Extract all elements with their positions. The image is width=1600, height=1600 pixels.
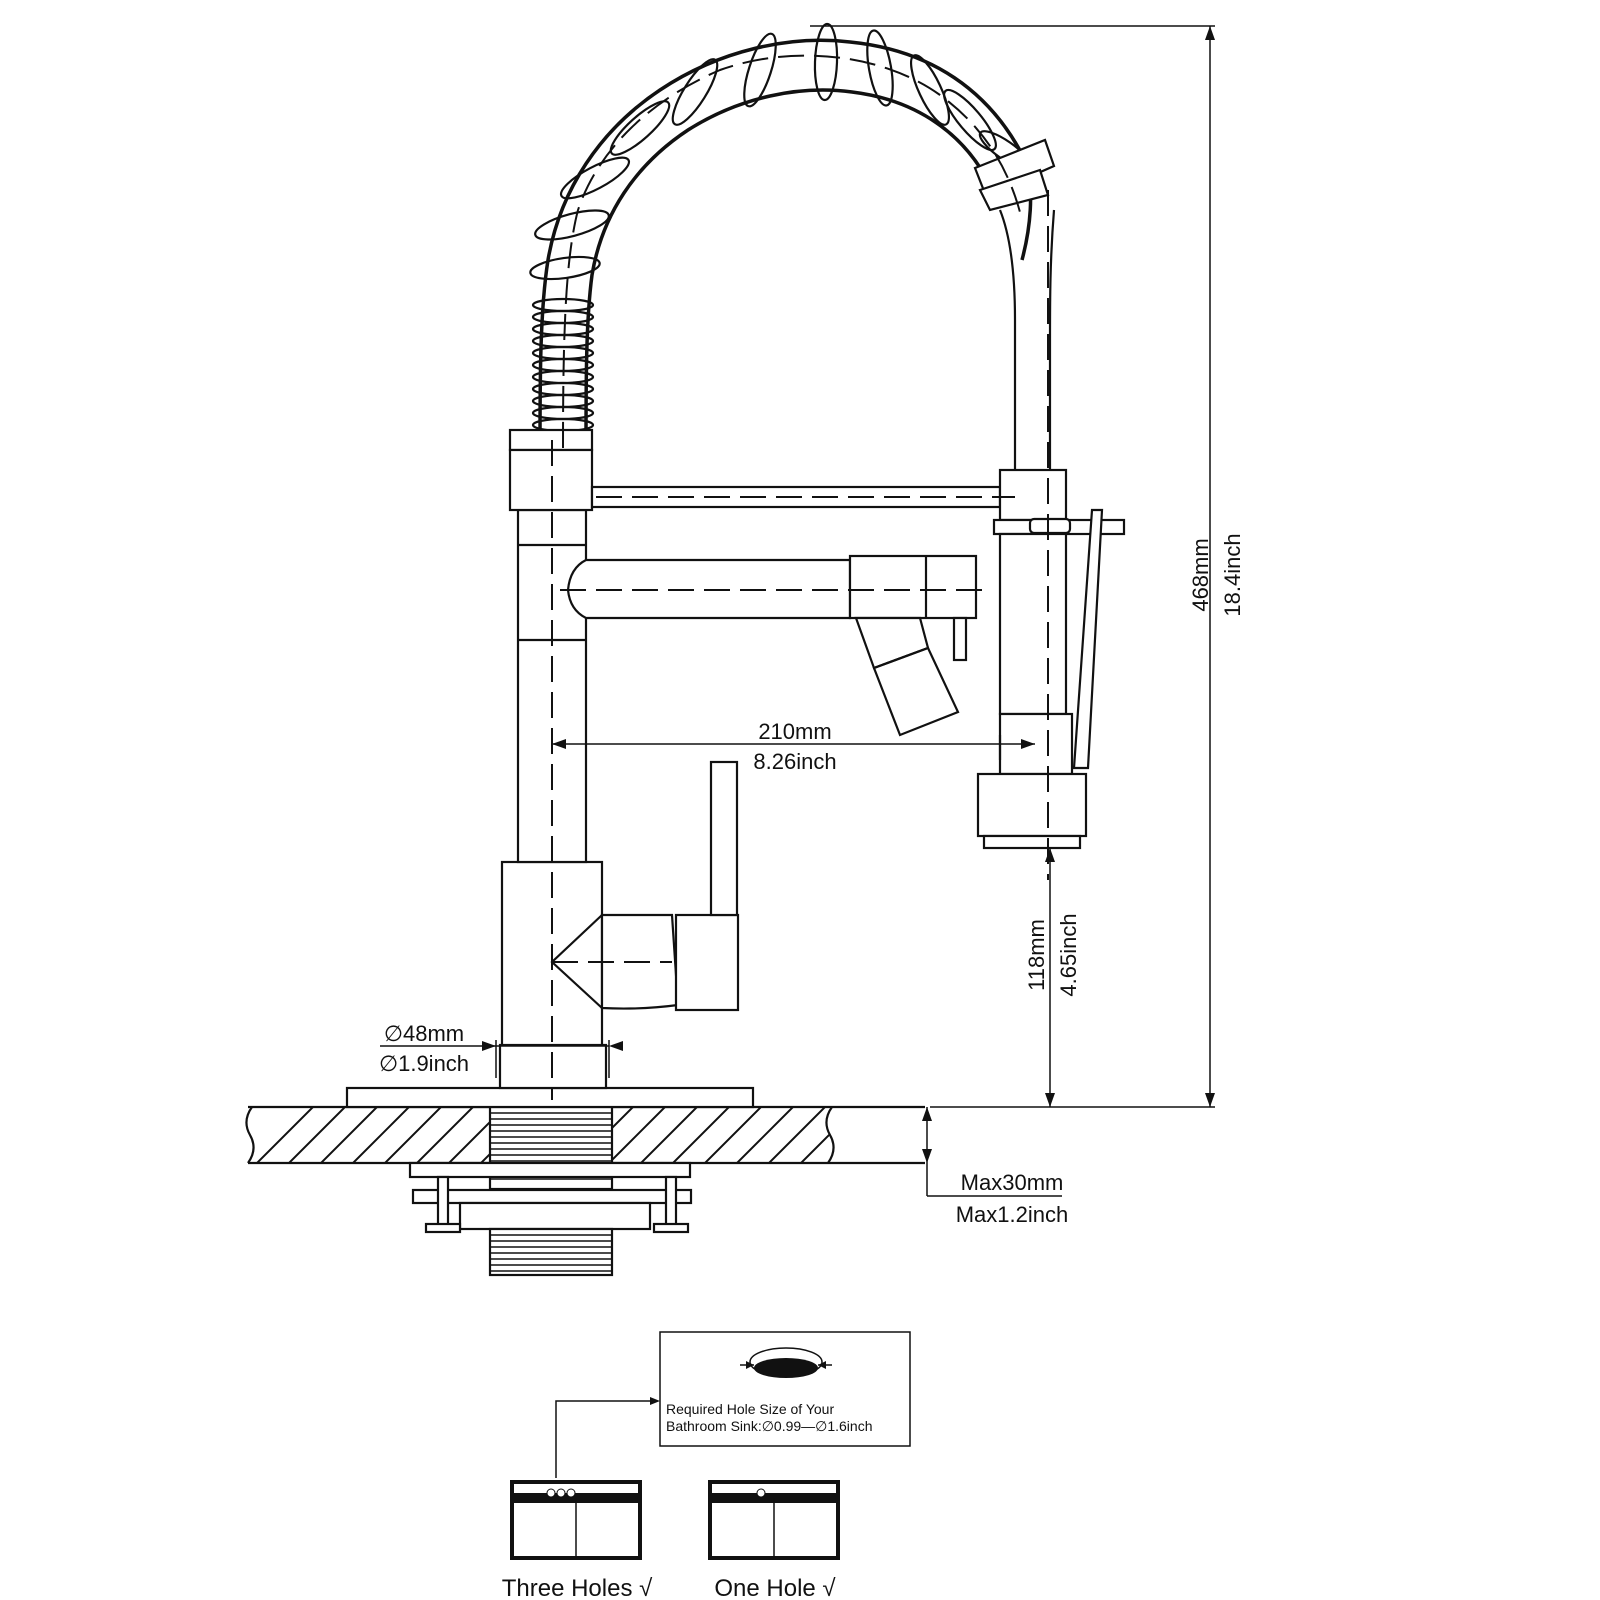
deck-thickness-inch-label: Max1.2inch bbox=[956, 1202, 1069, 1227]
sprayer-dock bbox=[590, 209, 1126, 850]
faucet-hole-icon bbox=[756, 1488, 766, 1498]
hole-size-note: Required Hole Size of Your Bathroom Sink… bbox=[555, 1331, 911, 1478]
faucet-hole-icon bbox=[556, 1488, 566, 1498]
sink-hole-icon bbox=[754, 1358, 818, 1378]
base-diameter-mm-label: ∅48mm bbox=[384, 1021, 464, 1046]
base-diameter-inch-label: ∅1.9inch bbox=[379, 1051, 469, 1076]
dimension-spout-height: 118mm 4.65inch bbox=[1024, 848, 1081, 1107]
centre-lines bbox=[551, 190, 1049, 1100]
swivel-spout bbox=[566, 554, 978, 737]
sink-option-one-hole: One Hole √ bbox=[708, 1480, 840, 1600]
sink-option-three-holes-label: Three Holes √ bbox=[502, 1575, 653, 1600]
reach-inch-label: 8.26inch bbox=[753, 749, 836, 774]
faucet-hole-icon bbox=[566, 1488, 576, 1498]
height-mm-label: 468mm bbox=[1188, 538, 1213, 611]
spout-height-mm-label: 118mm bbox=[1024, 919, 1049, 991]
spout-height-inch-label: 4.65inch bbox=[1056, 913, 1081, 996]
faucet-hole-icon bbox=[546, 1488, 556, 1498]
dimension-overall-height: 468mm 18.4inch bbox=[810, 25, 1245, 1108]
spring-gooseneck bbox=[508, 22, 1056, 512]
dimension-reach: 210mm 8.26inch bbox=[552, 719, 1035, 774]
hole-note-line1: Required Hole Size of Your bbox=[666, 1401, 834, 1417]
sink-option-three-holes: Three Holes √ bbox=[502, 1480, 653, 1600]
dimension-base-diameter: ∅48mm ∅1.9inch bbox=[379, 1021, 623, 1078]
hole-note-line2: Bathroom Sink:∅0.99—∅1.6inch bbox=[666, 1418, 873, 1434]
height-inch-label: 18.4inch bbox=[1220, 533, 1245, 616]
deck-thickness-mm-label: Max30mm bbox=[961, 1170, 1064, 1195]
reach-mm-label: 210mm bbox=[758, 719, 831, 744]
sink-option-one-hole-label: One Hole √ bbox=[714, 1575, 836, 1600]
dimension-deck-thickness: Max30mm Max1.2inch bbox=[922, 1107, 1068, 1227]
